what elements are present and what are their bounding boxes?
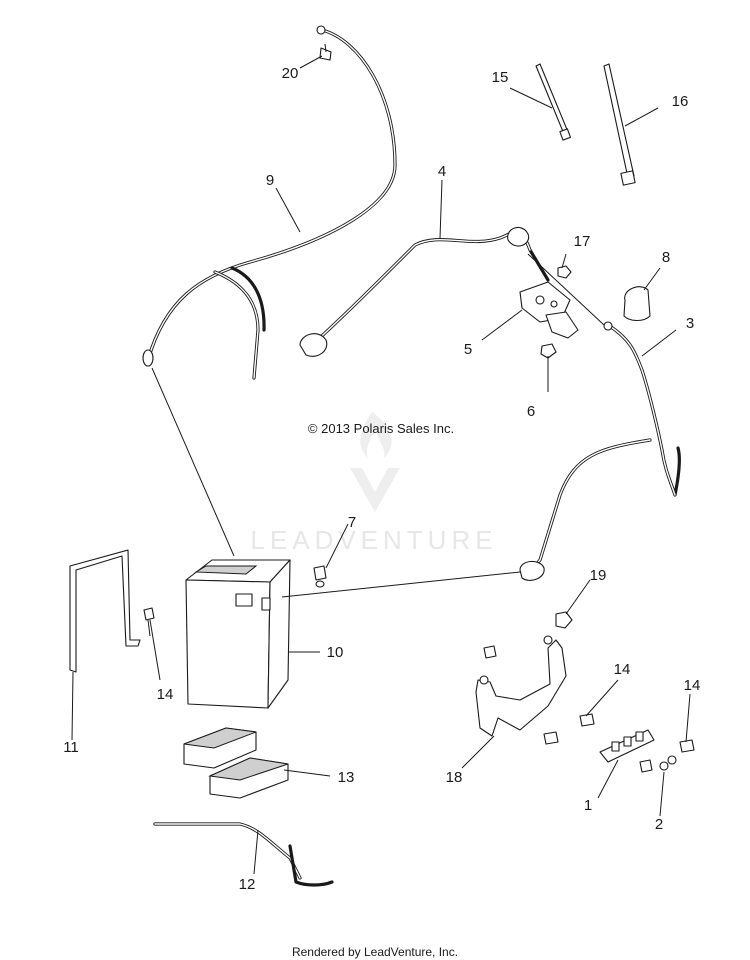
footer-text: Rendered by LeadVenture, Inc. — [292, 945, 458, 959]
callout-15: 15 — [492, 69, 509, 86]
part-20-bolt — [319, 43, 332, 61]
callout-7: 7 — [348, 514, 356, 531]
callout-9: 9 — [266, 172, 274, 189]
callout-13: 13 — [338, 769, 355, 786]
callout-4: 4 — [438, 163, 446, 180]
callout-14-left: 14 — [157, 686, 174, 703]
callout-20: 20 — [282, 65, 299, 82]
part-3-starter-cable — [519, 321, 681, 581]
part-11-hold-down-strap — [69, 549, 141, 673]
callout-16: 16 — [672, 93, 689, 110]
callout-8: 8 — [662, 249, 670, 266]
part-4-positive-cable — [299, 226, 550, 357]
part-10-battery — [185, 559, 291, 709]
callout-6: 6 — [527, 403, 535, 420]
callout-14-middle: 14 — [614, 661, 631, 678]
callout-labels: 20 9 4 15 16 17 8 3 5 6 7 19 10 14 11 13… — [63, 65, 700, 893]
part-16-cable-tie — [603, 63, 636, 186]
part-17-nut — [557, 265, 572, 279]
callout-17: 17 — [574, 233, 591, 250]
part-13-battery-pads — [183, 727, 289, 799]
leader-lines — [71, 55, 691, 875]
part-14-bolt-middle — [543, 713, 595, 745]
part-9-negative-cable — [142, 25, 397, 380]
part-8-terminal-boot — [623, 286, 651, 322]
part-6-nut — [540, 343, 557, 359]
callout-3: 3 — [686, 315, 694, 332]
callout-19: 19 — [590, 567, 607, 584]
part-7-bolt — [313, 565, 327, 588]
part-14-bolt-right — [679, 739, 695, 753]
callout-14-right: 14 — [684, 677, 701, 694]
callout-11: 11 — [63, 739, 79, 756]
callout-5: 5 — [464, 341, 472, 358]
part-14-bolt-left — [143, 607, 155, 637]
part-1-terminal-block — [599, 729, 655, 763]
copyright-text: © 2013 Polaris Sales Inc. — [308, 421, 454, 436]
part-5-solenoid — [519, 281, 579, 339]
part-12-hold-down-rod — [153, 822, 334, 887]
part-18-mounting-bracket — [475, 635, 567, 737]
callout-18: 18 — [446, 769, 463, 786]
part-15-cable-tie — [535, 63, 572, 141]
part-19-nut — [555, 611, 573, 629]
callout-10: 10 — [327, 644, 344, 661]
callout-2: 2 — [655, 816, 663, 833]
watermark-text: LEADVENTURE — [250, 525, 497, 555]
callout-1: 1 — [584, 797, 592, 814]
callout-12: 12 — [239, 876, 256, 893]
leadventure-watermark: LEADVENTURE — [250, 412, 497, 555]
part-2-washers — [639, 755, 677, 773]
